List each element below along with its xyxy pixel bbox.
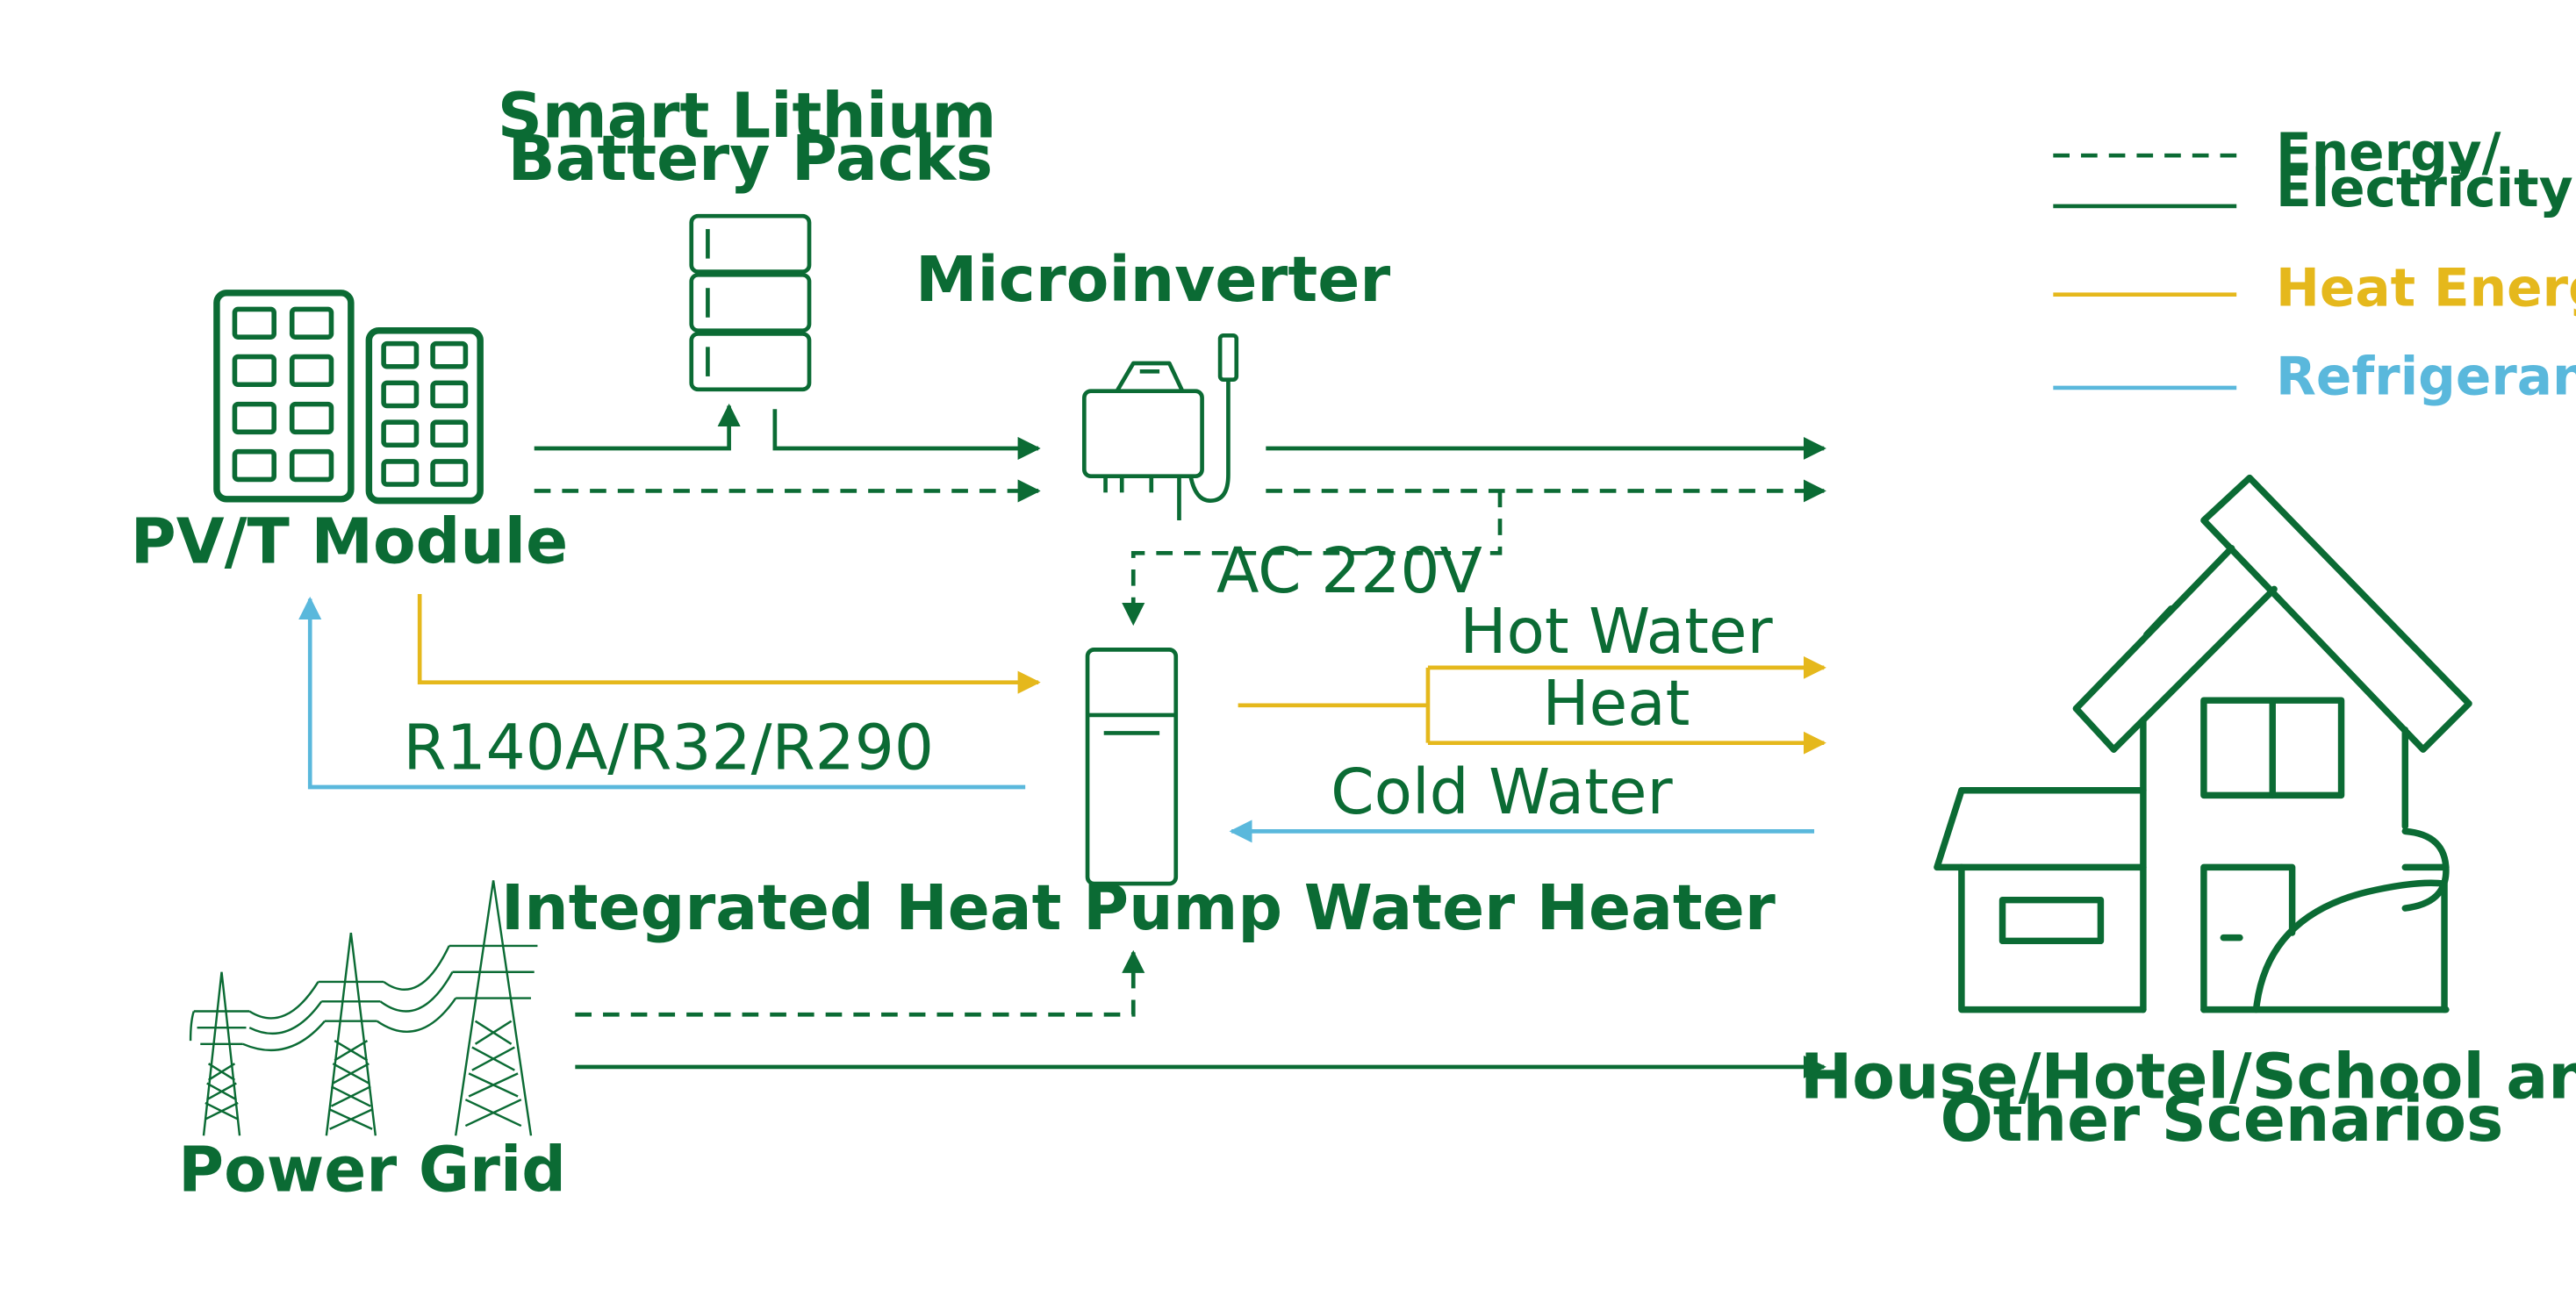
heat-label: Heat [1542,667,1690,740]
heater-output-trunk [1238,667,1431,743]
house-icon [1934,474,2472,1013]
pvt-module-icon [213,290,484,505]
power-grid-icon [189,880,538,1136]
legend: Energy/ Electricity Heat Energy Refriger… [2053,123,2576,407]
battery-label-line1: Smart Lithium [498,80,997,153]
ac-to-heater-dashed-arrow [1122,490,1503,627]
pvt-module-label: PV/T Module [131,505,568,578]
water-heater-icon [1085,648,1179,886]
heater-label: Integrated Heat Pump Water Heater [501,871,1776,944]
refrigerant-to-pv-arrow [298,596,1026,790]
cold-water-label: Cold Water [1331,755,1673,828]
microinverter-icon [1081,333,1239,521]
ac-label: AC 220V [1216,534,1482,607]
pv-to-battery-arrow [534,403,741,451]
pv-heat-to-heater-arrow [417,593,1041,694]
microinverter-label: Microinverter [915,243,1390,316]
refrigerant-label: R140A/R32/R290 [403,712,934,784]
house-label-line2: Other Scenarios [1941,1083,2504,1156]
hot-water-label: Hot Water [1460,595,1773,668]
house-label-line1: House/Hotel/School and [1800,1040,2576,1113]
grid-to-heater-dashed-arrow [575,949,1145,1017]
legend-energy-label-line2: Electricity [2276,159,2573,219]
battery-label-line2: Battery Packs [508,122,994,195]
battery-pack-icon [689,213,812,392]
legend-heat-label: Heat Energy [2276,259,2576,319]
legend-energy-label-line1: Energy/ [2276,123,2501,183]
power-grid-label: Power Grid [178,1134,566,1206]
legend-refrigerant-label: Refrigerant [2276,347,2576,407]
battery-to-inverter-arrow [772,409,1041,461]
